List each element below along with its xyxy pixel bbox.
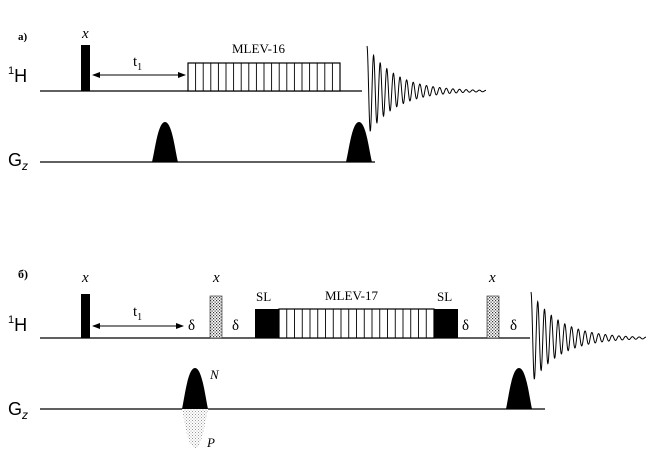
panel-b-mlev-block [278, 308, 435, 339]
panel-a-g-channel-label: Gz [8, 150, 28, 173]
panel-a-t1-label: t1 [133, 54, 142, 73]
panel-b-mixing-label: MLEV-17 [325, 288, 378, 303]
panel-b-pulse-phase-2: x [212, 270, 220, 286]
panel-a-gradient-1 [152, 122, 178, 162]
panel-b: б) 1H x t1 δ x δ SL MLEV-17 SL δ [8, 267, 647, 450]
panel-b-g-channel-label: Gz [8, 399, 28, 422]
panel-b-sl-label-1: SL [256, 289, 271, 304]
panel-b-selective-pulse-2 [486, 295, 500, 339]
panel-b-spin-lock-1 [255, 309, 279, 338]
panel-b-label: б) [18, 267, 28, 281]
panel-a-mixing-label: MLEV-16 [232, 41, 285, 56]
panel-a-gradient-2 [346, 122, 372, 162]
panel-b-spin-lock-2 [434, 309, 458, 338]
panel-a-label: a) [18, 31, 28, 43]
panel-b-delta-3: δ [462, 318, 469, 334]
panel-b-delta-2: δ [232, 318, 239, 334]
panel-b-gradient-final [506, 368, 532, 409]
panel-b-fid [530, 291, 647, 380]
panel-a: a) 1H x t1 MLEV-16 Gz [8, 26, 486, 173]
panel-b-gradient-p [182, 409, 208, 448]
panel-b-delta-1: δ [188, 318, 195, 334]
panel-a-90-pulse [81, 45, 90, 91]
panel-a-pulse-phase: x [81, 26, 89, 42]
panel-b-delta-4: δ [510, 318, 517, 334]
panel-b-pulse-phase-1: x [81, 270, 89, 286]
panel-b-90-pulse [81, 294, 90, 338]
panel-b-pulse-phase-3: x [488, 270, 496, 286]
panel-a-h-channel-label: 1H [8, 65, 27, 86]
panel-b-t1-label: t1 [133, 304, 142, 323]
panel-b-h-channel-label: 1H [8, 314, 27, 335]
panel-b-sl-label-2: SL [437, 289, 452, 304]
panel-a-mlev-block [187, 62, 341, 92]
panel-b-gradient-n [182, 368, 208, 409]
panel-b-gradient-p-label: P [206, 435, 215, 450]
panel-b-gradient-n-label: N [209, 367, 220, 382]
panel-b-selective-pulse-1 [209, 295, 223, 339]
panel-a-fid [366, 45, 486, 132]
